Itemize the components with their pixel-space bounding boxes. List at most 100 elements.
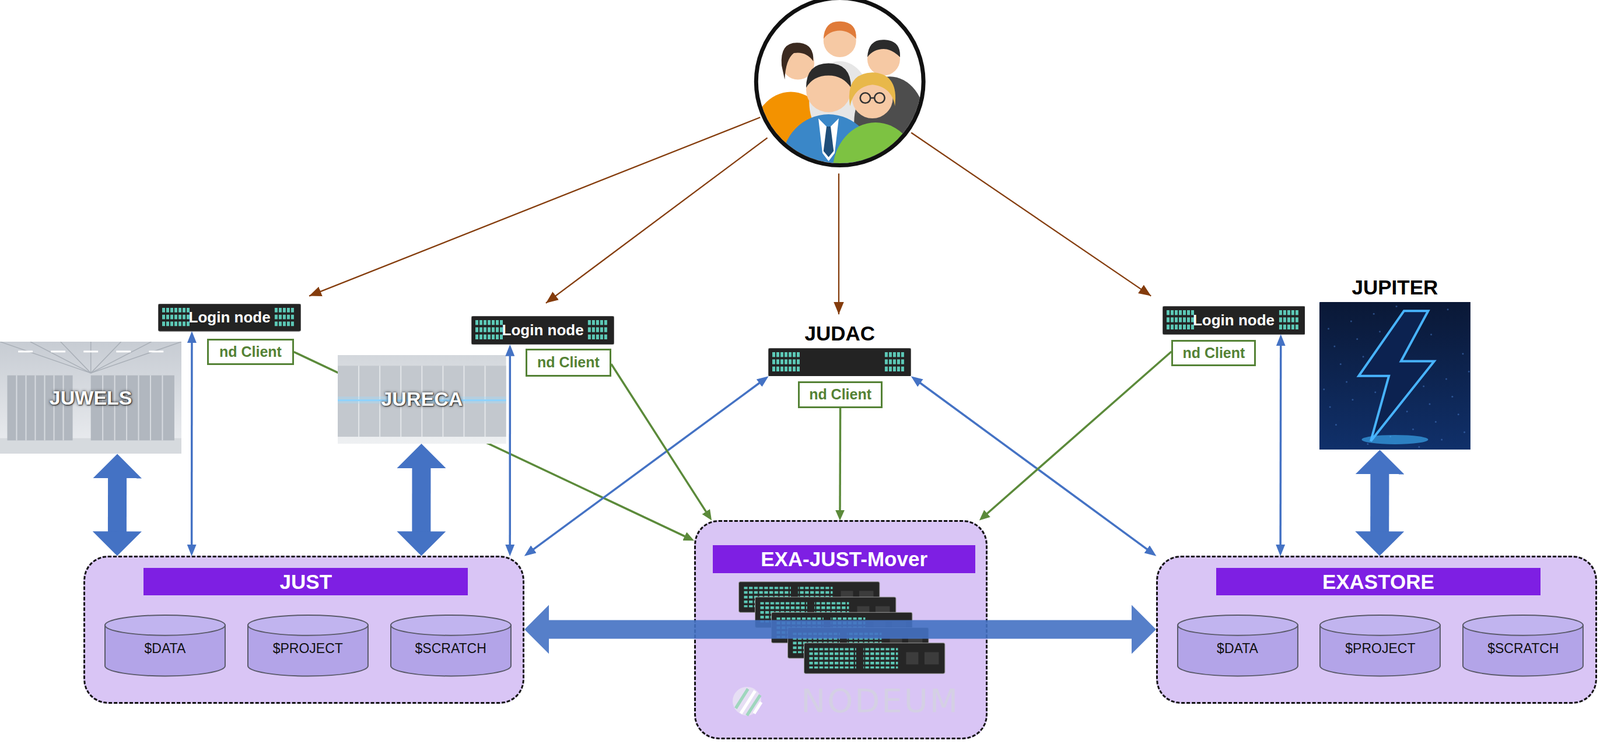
star-dot — [1463, 431, 1466, 434]
drive-slot — [483, 327, 487, 333]
rack-seam — [25, 375, 27, 441]
star-dot — [1362, 355, 1365, 358]
access-arrow — [919, 383, 1147, 550]
drive-slot — [888, 359, 892, 364]
drive-slot — [166, 321, 170, 327]
drive-slot — [796, 359, 800, 364]
drive-slot — [479, 334, 483, 340]
storage-container: EXASTORE$DATA$PROJECT$SCRATCH — [1156, 555, 1598, 705]
drive-slot — [291, 307, 294, 313]
login-node: Login node — [1162, 306, 1306, 335]
drive-slot — [1286, 317, 1290, 322]
drive-slot — [788, 352, 792, 357]
drive-slot — [495, 327, 499, 333]
cylinder-top — [247, 615, 369, 636]
drive-slot — [174, 307, 178, 313]
star-dot — [1351, 398, 1354, 401]
drive-slot — [278, 307, 282, 313]
star-dot — [1378, 330, 1381, 333]
node-label: $SCRATCH — [1487, 634, 1559, 657]
drive-slot — [897, 352, 901, 357]
title-bar: EXA-JUST-Mover — [712, 545, 976, 573]
cylinder-top — [104, 615, 226, 636]
drive-slot — [587, 320, 591, 325]
access-arrow — [309, 117, 761, 296]
drive-slot — [784, 359, 788, 364]
drive-slot — [479, 320, 483, 325]
access-arrow — [1279, 345, 1282, 546]
star-dot — [1446, 308, 1449, 311]
drive-slot — [587, 334, 591, 340]
drive-slot — [174, 314, 178, 320]
drive-slot — [1290, 324, 1294, 329]
star-dot — [1335, 424, 1337, 426]
drive-slot — [483, 334, 487, 340]
ceiling-light — [18, 350, 33, 353]
drive-slot — [796, 366, 800, 371]
title-bar: JUST — [143, 568, 468, 596]
node-label: nd Client — [219, 343, 282, 361]
drive-slot — [901, 359, 905, 364]
drive-slot — [1182, 317, 1186, 322]
floor — [0, 438, 182, 455]
star-dot — [1333, 345, 1336, 348]
drive-slot — [772, 352, 776, 357]
drive-slot — [1187, 324, 1190, 329]
star-dot — [1366, 443, 1369, 446]
node-label: Login node — [1192, 311, 1275, 330]
drive-slot — [1170, 310, 1174, 315]
drive-slot — [772, 359, 776, 364]
user-arrows — [309, 117, 1151, 315]
drive-slot — [888, 352, 892, 357]
drive-slot — [174, 321, 178, 327]
star-dot — [1428, 403, 1431, 405]
control-arrow — [838, 408, 842, 511]
ceiling-truss — [60, 341, 91, 374]
drive-slot — [772, 366, 776, 371]
drive-slot — [784, 366, 788, 371]
supercomputer-image: JUPITER — [1319, 273, 1471, 451]
supercomputer-photo: JURECA — [337, 355, 507, 444]
drive-slot — [596, 320, 600, 325]
drive-slot — [487, 327, 491, 333]
drive-slot — [1278, 324, 1282, 329]
drive-slot — [604, 334, 608, 340]
client-box: nd Client — [1171, 340, 1256, 367]
image-graphic — [1319, 302, 1471, 451]
star-dot — [1430, 333, 1433, 336]
access-arrow — [911, 132, 1151, 297]
drive-slot — [1282, 324, 1286, 329]
client-box: nd Client — [207, 338, 294, 366]
cylinder-top — [1320, 615, 1441, 636]
drive-slot — [587, 327, 591, 333]
rack-seam — [149, 375, 152, 441]
drive-slot — [483, 320, 487, 325]
drive-slot — [780, 352, 784, 357]
node-label: $SCRATCH — [415, 634, 487, 657]
drive-slot — [170, 314, 174, 320]
data-flow-arrow — [1370, 473, 1389, 532]
drive-slot — [282, 321, 286, 327]
drive-slot — [784, 352, 788, 357]
node-label: $PROJECT — [272, 634, 343, 657]
control-arrow — [986, 351, 1172, 514]
ceiling-truss — [90, 341, 152, 374]
cylinder-top — [1462, 615, 1584, 636]
star-dot — [1322, 388, 1325, 391]
storage-cylinder: $SCRATCH — [389, 614, 513, 678]
data-flow-arrow — [107, 477, 127, 532]
room-background — [337, 355, 507, 444]
drive-slot — [592, 327, 595, 333]
cylinder-top — [1177, 615, 1298, 636]
drive-slot — [487, 320, 491, 325]
star-dot — [1461, 352, 1464, 355]
drive-slot — [1282, 310, 1286, 315]
drive-slot — [776, 359, 780, 364]
access-arrow — [508, 355, 511, 545]
star-dot — [1406, 410, 1409, 413]
star-dot — [1445, 377, 1448, 380]
room-background — [0, 341, 182, 454]
heading-text: JUPITER — [1307, 273, 1483, 303]
control-arrow — [611, 363, 707, 513]
